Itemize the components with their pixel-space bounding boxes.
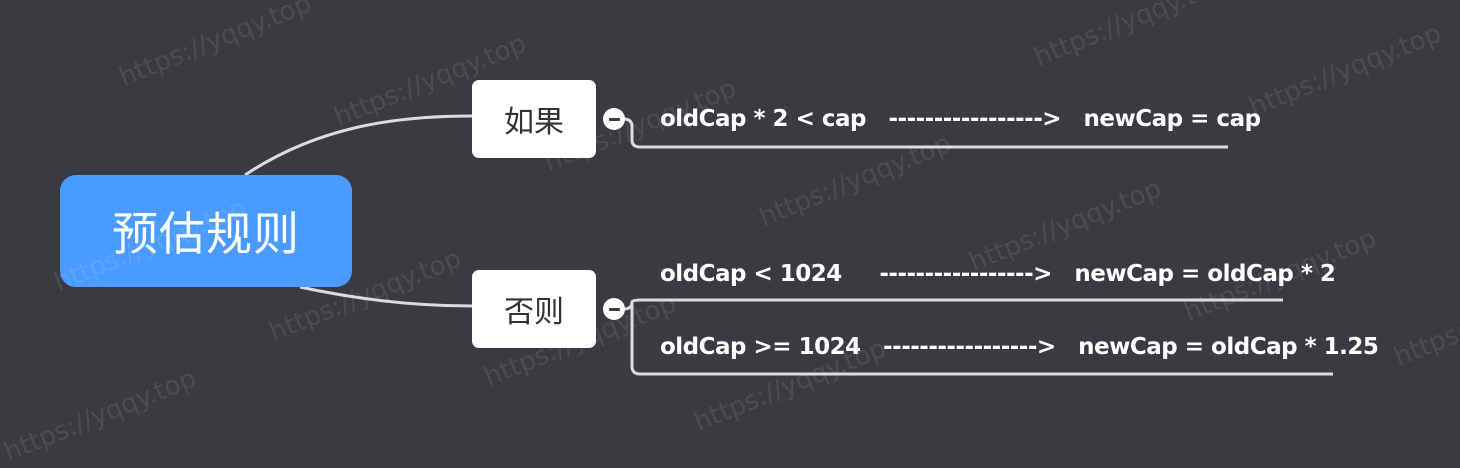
leaf-node-else-rule-large[interactable]: oldCap >= 1024 -----------------> newCap… xyxy=(660,334,1379,360)
connector-root-to-else xyxy=(299,285,473,308)
collapse-toggle-if[interactable] xyxy=(603,108,625,130)
connector-else-to-leaf-1 xyxy=(614,298,1283,311)
connector-else-to-leaf-2 xyxy=(630,303,1333,376)
connector-if-to-leaf xyxy=(614,117,1228,149)
connector-root-to-if xyxy=(244,114,473,177)
collapse-toggle-else[interactable] xyxy=(603,298,625,320)
branch-node-if[interactable]: 如果 xyxy=(472,80,596,158)
leaf-node-else-rule-small[interactable]: oldCap < 1024 -----------------> newCap … xyxy=(660,261,1336,287)
leaf-node-if-rule[interactable]: oldCap * 2 < cap -----------------> newC… xyxy=(660,106,1261,132)
root-node[interactable]: 预估规则 xyxy=(60,175,352,287)
branch-node-else[interactable]: 否则 xyxy=(472,270,596,348)
